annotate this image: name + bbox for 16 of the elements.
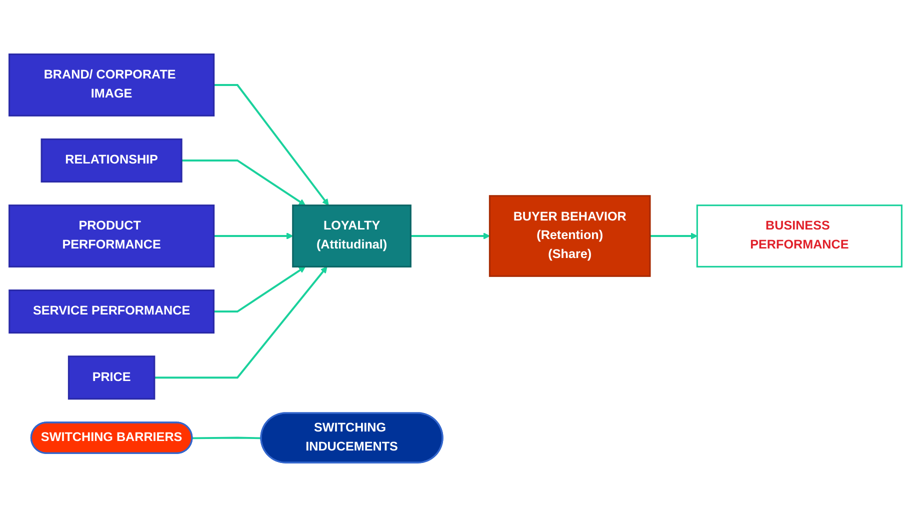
node-box: BUYER BEHAVIOR (Retention) (Share) [488,195,651,277]
arrow [410,232,490,240]
arrow [214,266,306,313]
node-box: LOYALTY (Attitudinal) [292,204,412,268]
arrow [214,84,329,206]
node-box: PRODUCT PERFORMANCE [8,204,215,268]
connector [192,436,262,440]
node-box: SERVICE PERFORMANCE [8,290,214,334]
arrow [650,232,698,240]
node-box: PRICE [68,356,156,400]
node-box: RELATIONSHIP [40,138,182,183]
arrow [214,232,294,240]
arrow [154,266,328,379]
node-box: BRAND/ CORPORATE IMAGE [8,54,215,116]
arrow [182,160,306,206]
node-box: BUSINESS PERFORMANCE [696,204,902,268]
